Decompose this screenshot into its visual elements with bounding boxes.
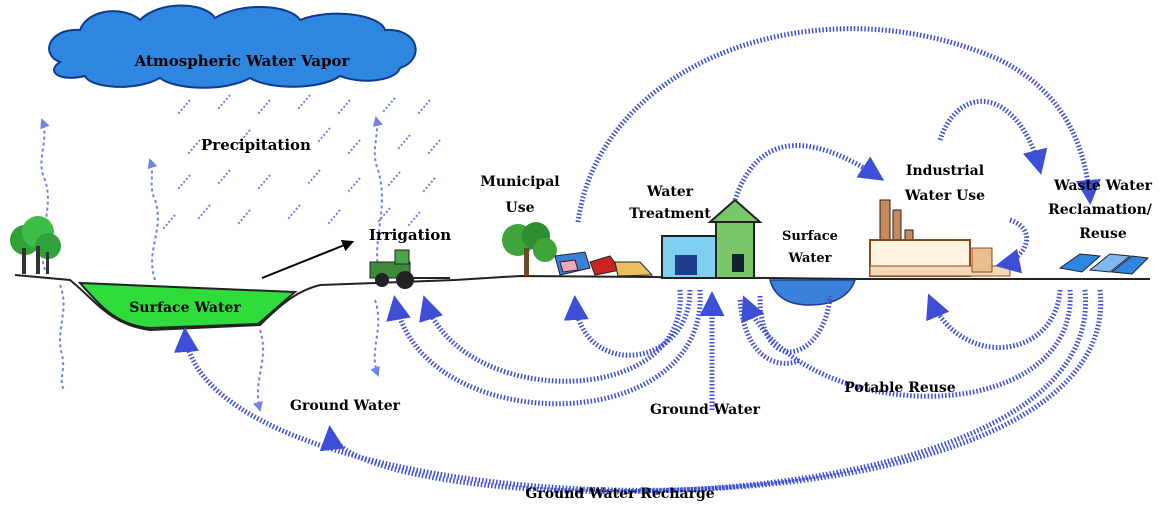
tractor [369, 249, 450, 289]
waste-water-label-1: Waste Water [1053, 178, 1153, 194]
treatment-buildings [661, 198, 763, 279]
trees-left [10, 216, 61, 274]
ground-line [14, 274, 1150, 332]
ground-water-left-label: Ground Water [290, 398, 401, 414]
waste-water-label-3: Reuse [1079, 226, 1127, 242]
rain-streaks [162, 94, 441, 230]
potable-reuse-label: Potable Reuse [844, 380, 956, 396]
ground-water-center-label: Ground Water [650, 402, 761, 418]
irrigation-arrow [261, 239, 355, 279]
municipal-label: Municipal [480, 174, 559, 190]
water-treatment-label-1: Water [646, 184, 694, 200]
irrigation-label: Irrigation [369, 226, 451, 244]
municipal-use-label: Use [506, 200, 535, 216]
industrial-plant [869, 199, 1011, 277]
surface-water-pond-left [77, 281, 298, 330]
precipitation-label: Precipitation [201, 136, 311, 154]
reclamation-tanks [1058, 253, 1150, 275]
surface-water-pond-right [769, 279, 857, 306]
waste-water-label-2: Reclamation/ [1048, 202, 1153, 218]
municipal-buildings [502, 222, 654, 277]
ground-water-drops [59, 284, 380, 412]
surface-water-right-label-2: Water [787, 251, 831, 266]
atmospheric-water-vapor-label: Atmospheric Water Vapor [134, 52, 351, 70]
industrial-label-1: Industrial [906, 163, 984, 179]
industrial-label-2: Water Use [904, 188, 985, 204]
flow-arrows [174, 26, 1103, 495]
ground-water-recharge-label: Ground Water Recharge [525, 486, 714, 502]
water-treatment-label-2: Treatment [629, 206, 711, 222]
cloud [48, 4, 417, 89]
surface-water-left-label: Surface Water [129, 300, 241, 316]
surface-water-right-label-1: Surface [782, 229, 838, 244]
